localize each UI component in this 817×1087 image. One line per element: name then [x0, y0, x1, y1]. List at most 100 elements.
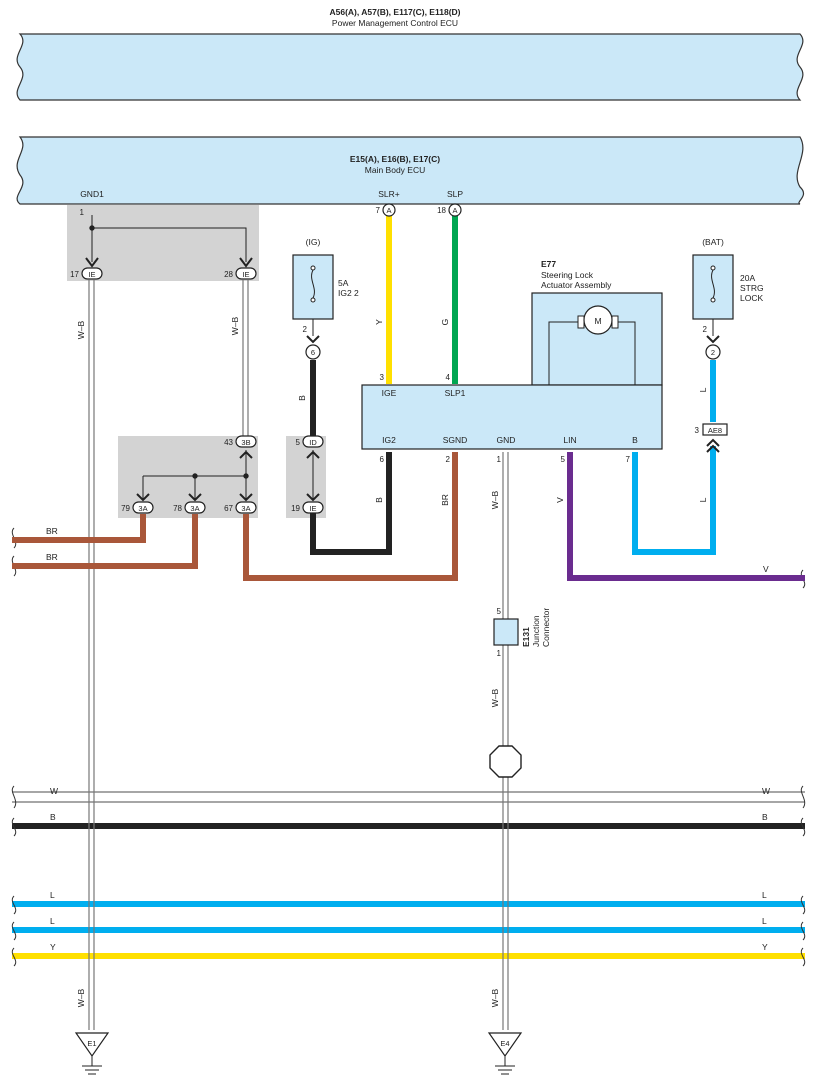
pin-num-7: 7 [626, 455, 631, 464]
fuse-bat-conn: 2 [711, 348, 715, 357]
fuse-ig-rating: 5A [338, 278, 349, 288]
pin-gnd1-label: GND1 [80, 189, 104, 199]
conn-3a-78-num: 78 [173, 504, 182, 513]
actuator-line2: Actuator Assembly [541, 280, 612, 290]
ground-e4-label: E4 [500, 1039, 509, 1048]
fuse-ig-pin: 2 [303, 325, 308, 334]
conn-id-5-num: 5 [296, 438, 301, 447]
fuse-bat-pin: 2 [703, 325, 708, 334]
pin-18-num: 18 [437, 206, 446, 215]
wire-label-b-1: B [297, 395, 307, 401]
power-management-ecu: A56(A), A57(B), E117(C), E118(D) Power M… [16, 7, 804, 101]
wire-break-marks [11, 527, 806, 967]
actuator-line1: Steering Lock [541, 270, 594, 280]
wire-brown: BR BR BR [12, 452, 458, 581]
fuse-bat-line2: STRG [740, 283, 764, 293]
wire-black-ig2: B B [297, 360, 392, 555]
fuse-bat-line3: LOCK [740, 293, 763, 303]
body-ecu-codes: E15(A), E16(B), E17(C) [350, 154, 440, 164]
wire-wb-ground-right: W–B W–B W–B [490, 452, 509, 1030]
conn-3b-43-num: 43 [224, 438, 233, 447]
fuse-ig-source: (IG) [306, 237, 321, 247]
pin-slp1: SLP1 [445, 388, 466, 398]
wire-label-l-2: L [698, 497, 708, 502]
fuse-ig2: (IG) 5A IG2 2 2 6 [292, 237, 359, 357]
body-ecu-name: Main Body ECU [365, 165, 425, 175]
conn-ie-19-num: 19 [291, 504, 300, 513]
inline-connectors [81, 257, 728, 514]
wire-wb-splice: W–B [230, 280, 249, 440]
pin-num-3: 3 [380, 373, 385, 382]
wire-label-y-right: Y [762, 942, 768, 952]
wire-label-b-right: B [762, 812, 768, 822]
conn-ie-28: IE [242, 270, 249, 279]
wire-label-l-1: L [698, 387, 708, 392]
conn-ie-17-num: 17 [70, 270, 79, 279]
inline-connector-labels: IE 17 IE 28 3B 43 3A 79 3A 78 3A 67 ID 5… [70, 270, 722, 513]
fuse-bat-source: (BAT) [702, 237, 724, 247]
pin-7-num: 7 [376, 206, 381, 215]
conn-3a-79: 3A [138, 504, 147, 513]
ground-e1-label: E1 [87, 1039, 96, 1048]
conn-3a-78: 3A [190, 504, 199, 513]
pin-num-6: 6 [380, 455, 385, 464]
wire-label-br-1: BR [46, 526, 58, 536]
conn-3a-79-num: 79 [121, 504, 130, 513]
steering-lock-actuator: E77 Steering Lock Actuator Assembly M IG… [361, 259, 663, 464]
ground-e1: E1 [74, 1032, 110, 1075]
junction-line2: Connector [541, 608, 551, 647]
pin-1-num: 1 [80, 208, 85, 217]
wire-wb-ground-left: W–B W–B [76, 280, 95, 1030]
wire-label-wb-1: W–B [76, 320, 86, 339]
bus-wire-l2: L L [12, 916, 805, 933]
wire-label-l2-right: L [762, 916, 767, 926]
wire-label-l1-right: L [762, 890, 767, 900]
bus-wire-y: Y Y [12, 942, 805, 959]
conn-a-slr: A [386, 206, 391, 215]
fuse-bat-rating: 20A [740, 273, 755, 283]
bus-wire-l1: L L [12, 890, 805, 907]
wire-label-wb-3: W–B [230, 316, 240, 335]
main-body-ecu: E15(A), E16(B), E17(C) Main Body ECU GND… [16, 136, 805, 205]
wire-label-b-left: B [50, 812, 56, 822]
wire-label-y-left: Y [50, 942, 56, 952]
wire-label-l1-left: L [50, 890, 55, 900]
bus-wire-w: W W [12, 786, 805, 803]
pin-slr-label: SLR+ [378, 189, 400, 199]
wire-label-w-right: W [762, 786, 770, 796]
wire-label-br-3: BR [440, 494, 450, 506]
wire-label-wb-5: W–B [490, 688, 500, 707]
junction-connector-e131: 5 1 E131 Junction Connector [493, 607, 551, 658]
wire-yellow-slr: Y [374, 216, 392, 384]
motor-label: M [594, 316, 601, 326]
power-ecu-name: Power Management Control ECU [332, 18, 458, 28]
conn-3a-67: 3A [241, 504, 250, 513]
wire-label-v-1: V [555, 497, 565, 503]
pin-num-5: 5 [561, 455, 566, 464]
splice-lines [89, 215, 314, 500]
junction-pin5: 5 [497, 607, 502, 616]
pin-ig2: IG2 [382, 435, 396, 445]
wire-label-br-2: BR [46, 552, 58, 562]
wire-label-b-2: B [374, 497, 384, 503]
fuse-strg-lock: (BAT) 20A STRG LOCK 2 2 [692, 237, 764, 357]
wire-purple-lin: V V [555, 452, 805, 581]
conn-ae8-num: 3 [695, 426, 700, 435]
conn-ie-28-num: 28 [224, 270, 233, 279]
wire-label-w-left: W [50, 786, 58, 796]
fuse-ig-conn: 6 [311, 348, 315, 357]
pin-sgnd: SGND [443, 435, 468, 445]
ecu-pin-connectors: 1 A 7 A 18 [80, 203, 462, 217]
pin-num-2: 2 [446, 455, 451, 464]
wire-label-wb-6: W–B [490, 988, 500, 1007]
pin-slp-label: SLP [447, 189, 463, 199]
wire-label-wb-4: W–B [490, 490, 500, 509]
wire-label-wb-2: W–B [76, 988, 86, 1007]
junction-line1: Junction [531, 615, 541, 647]
pin-ige: IGE [382, 388, 397, 398]
junction-pin1: 1 [497, 649, 502, 658]
wire-label-g: G [440, 319, 450, 326]
ground-e4: E4 [487, 1032, 523, 1075]
bus-wire-b: B B [12, 812, 805, 829]
conn-3a-67-num: 67 [224, 504, 233, 513]
